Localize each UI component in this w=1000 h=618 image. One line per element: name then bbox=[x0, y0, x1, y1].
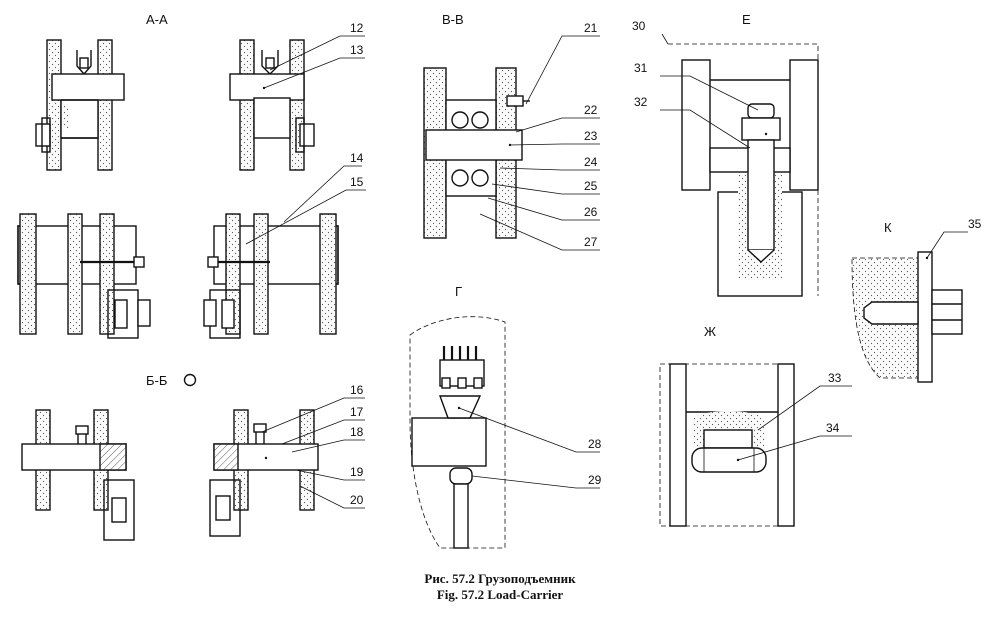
callout-28: 28 bbox=[588, 437, 602, 451]
callout-31: 31 bbox=[634, 61, 648, 75]
callout-12: 12 bbox=[350, 21, 364, 35]
callout-14: 14 bbox=[350, 151, 364, 165]
view-rotate-symbol bbox=[183, 373, 197, 387]
callout-17: 17 bbox=[350, 405, 364, 419]
callout-16: 16 bbox=[350, 383, 364, 397]
view-g bbox=[409, 316, 506, 549]
callout-35: 35 bbox=[968, 217, 982, 231]
callout-18: 18 bbox=[350, 425, 364, 439]
section-label-zh: Ж bbox=[704, 324, 716, 339]
callout-30: 30 bbox=[632, 19, 646, 33]
callout-20: 20 bbox=[350, 493, 364, 507]
callout-34: 34 bbox=[826, 421, 840, 435]
section-label-e: Е bbox=[742, 12, 751, 27]
view-e bbox=[668, 43, 819, 297]
callout-13: 13 bbox=[350, 43, 364, 57]
view-bb-right bbox=[209, 409, 319, 537]
callout-24: 24 bbox=[584, 155, 598, 169]
callout-23: 23 bbox=[584, 129, 598, 143]
section-label-bb: Б-Б bbox=[146, 373, 167, 388]
view-aa-left bbox=[35, 39, 125, 171]
section-label-vv: В-В bbox=[442, 12, 464, 27]
callout-19: 19 bbox=[350, 465, 364, 479]
section-label-k: К bbox=[884, 220, 892, 235]
leader-lines bbox=[245, 33, 968, 509]
callout-15: 15 bbox=[350, 175, 364, 189]
view-zh bbox=[659, 363, 795, 527]
view-vv bbox=[423, 67, 530, 239]
view-aa-lower-left bbox=[17, 213, 151, 339]
view-bb-left bbox=[21, 409, 135, 541]
callout-26: 26 bbox=[584, 205, 598, 219]
view-aa-right bbox=[229, 39, 315, 171]
view-aa-lower-right bbox=[203, 213, 339, 339]
caption-line-en: Fig. 57.2 Load-Carrier bbox=[436, 587, 564, 602]
callout-27: 27 bbox=[584, 235, 598, 249]
callout-32: 32 bbox=[634, 95, 648, 109]
callout-21: 21 bbox=[584, 21, 598, 35]
callout-22: 22 bbox=[584, 103, 598, 117]
figure-caption: Рис. 57.2 Грузоподъемник Fig. 57.2 Load-… bbox=[0, 571, 1000, 603]
callout-25: 25 bbox=[584, 179, 598, 193]
section-label-aa: А-А bbox=[146, 12, 168, 27]
callout-33: 33 bbox=[828, 371, 842, 385]
section-label-g: Г bbox=[455, 284, 462, 299]
callout-29: 29 bbox=[588, 473, 602, 487]
view-k bbox=[851, 251, 963, 383]
caption-line-ru: Рис. 57.2 Грузоподъемник bbox=[424, 571, 576, 586]
